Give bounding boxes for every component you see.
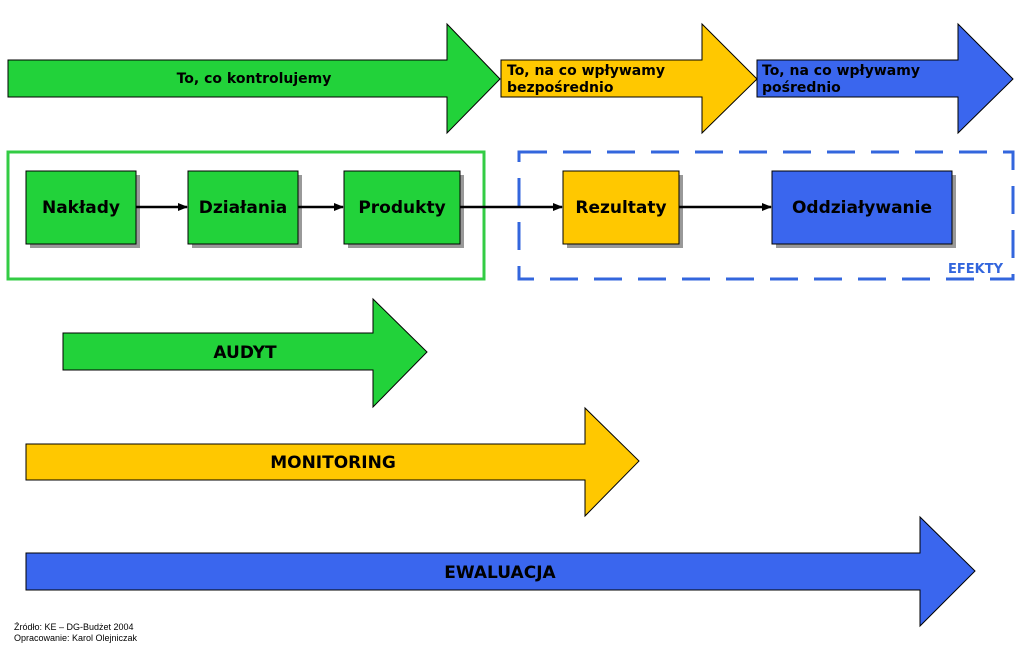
activities-label: Działania (199, 198, 288, 218)
indirect-influence-label-line1: To, na co wpływamy (762, 63, 920, 79)
outputs-label: Produkty (358, 198, 445, 218)
footer: Źródło: KE – DG-Budżet 2004 Opracowanie:… (14, 622, 137, 644)
results-box (562, 170, 680, 245)
evaluation-arrow (25, 515, 976, 628)
impact-label: Oddziaływanie (792, 198, 932, 218)
impact-box (771, 170, 953, 245)
footer-author: Opracowanie: Karol Olejniczak (14, 633, 138, 643)
effects-label: EFEKTY (948, 262, 1004, 277)
controlled-frame (6, 150, 486, 281)
indirect-influence-label-line2: pośrednio (762, 80, 841, 96)
controlled-arrow (7, 22, 501, 135)
direct-influence-arrow (500, 22, 758, 135)
controlled-label: To, co kontrolujemy (177, 71, 332, 87)
direct-influence-label-line1: To, na co wpływamy (507, 63, 665, 79)
inputs-box (25, 170, 137, 245)
audit-arrow (62, 297, 428, 409)
inputs-label: Nakłady (42, 198, 120, 218)
evaluation-label: EWALUACJA (444, 563, 556, 583)
indirect-influence-arrow (756, 22, 1014, 135)
effects-frame (517, 150, 1015, 281)
direct-influence-label-line2: bezpośrednio (507, 80, 614, 96)
monitoring-label: MONITORING (270, 453, 396, 473)
outputs-box (343, 170, 461, 245)
audit-label: AUDYT (213, 343, 277, 363)
footer-source: Źródło: KE – DG-Budżet 2004 (14, 622, 134, 632)
monitoring-arrow (25, 406, 640, 518)
results-label: Rezultaty (575, 198, 666, 218)
activities-box (187, 170, 299, 245)
